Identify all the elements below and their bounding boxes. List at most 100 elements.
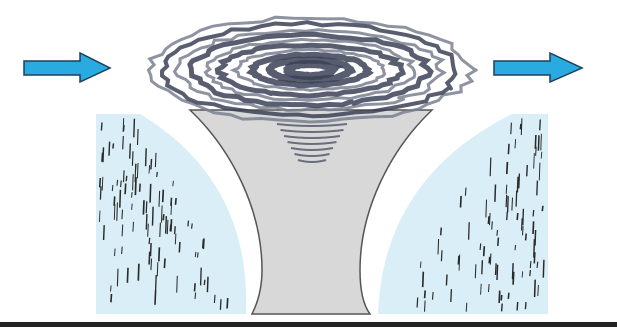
rain-streak (227, 298, 228, 308)
rain-streak (438, 239, 439, 254)
rain-streak (159, 191, 160, 207)
rain-streak (135, 177, 136, 195)
rain-streak (198, 252, 199, 257)
rain-streak (125, 183, 126, 194)
rain-streak (511, 123, 512, 135)
rain-streak (492, 221, 493, 229)
arrow-right-icon (24, 53, 110, 82)
rain-streak (459, 255, 460, 271)
rain-streak (496, 263, 497, 275)
rain-streak (127, 268, 128, 283)
rain-streak (441, 250, 442, 261)
rain-streak (220, 299, 221, 310)
rain-streak (167, 220, 168, 234)
rain-streak (482, 260, 483, 274)
rain-streak (516, 191, 517, 207)
rain-streak (134, 119, 135, 138)
rain-streak (501, 295, 502, 301)
rain-streak (486, 200, 487, 218)
rain-streak (523, 209, 524, 226)
rain-streak (122, 210, 123, 219)
rain-streak (192, 223, 193, 228)
rain-streak (155, 290, 156, 305)
rain-streak (469, 222, 470, 240)
rain-streak (160, 223, 161, 237)
rain-streak (451, 289, 452, 302)
rain-streak (522, 271, 523, 277)
rain-streak (506, 185, 507, 194)
rain-streak (417, 298, 418, 308)
rain-streak (124, 170, 125, 182)
rain-streak (99, 211, 100, 222)
rain-streak (164, 258, 165, 268)
rain-streak (195, 283, 196, 291)
rain-streak (508, 196, 509, 212)
rain-streak (136, 164, 137, 171)
rain-streak (109, 142, 110, 156)
rain-streak (173, 181, 174, 186)
rain-streak (195, 293, 196, 299)
rain-streak (126, 176, 127, 181)
rain-streak (111, 294, 112, 302)
rain-streak (117, 202, 118, 220)
rain-streak (166, 216, 167, 234)
rain-streak (535, 280, 536, 297)
rain-streak (140, 184, 141, 192)
rain-streak (171, 219, 172, 231)
rain-streak (484, 246, 485, 256)
rain-streak (188, 221, 189, 227)
rain-streak (502, 304, 503, 312)
rain-streak (541, 134, 542, 151)
rain-streak (425, 301, 426, 312)
rain-streak (521, 118, 522, 135)
rain-streak (151, 259, 152, 271)
rain-streak (171, 202, 172, 215)
rain-streak (535, 230, 536, 246)
rain-streak (130, 144, 131, 159)
rain-streak (499, 291, 500, 304)
rain-streak (481, 284, 482, 295)
rain-streak (155, 153, 156, 167)
rain-streak (112, 185, 113, 191)
rain-streak (525, 302, 526, 309)
rain-streak (489, 257, 490, 264)
rain-streak (132, 192, 133, 198)
wind-out-arrow (494, 53, 582, 82)
rain-streak (203, 238, 204, 249)
rain-streak (175, 226, 176, 234)
rain-streak (541, 152, 542, 159)
rain-streak (104, 225, 105, 240)
rain-streak (146, 148, 147, 166)
rain-streak (123, 118, 124, 132)
rain-streak (149, 252, 150, 265)
rain-streak (162, 206, 163, 223)
rain-streak (520, 124, 521, 129)
rain-streak (146, 201, 147, 213)
rain-streak (480, 243, 481, 250)
rain-streak (517, 302, 518, 311)
rain-streak (179, 242, 180, 253)
rain-streak (111, 285, 112, 291)
cloud-swirl (288, 64, 333, 76)
rain-streak (530, 270, 531, 276)
rain-streak (490, 254, 491, 265)
rain-streak (446, 275, 447, 286)
rain-streak (508, 144, 509, 154)
rain-streak (123, 136, 124, 149)
rain-streak (523, 226, 524, 235)
arrow-right-icon (494, 53, 582, 82)
rain-streak (461, 196, 462, 208)
rain-streak (150, 184, 151, 203)
rain-streak (542, 206, 543, 211)
rain-streak (526, 234, 527, 241)
rain-streak (497, 265, 498, 280)
ground-line (0, 322, 617, 327)
rain-streak (533, 221, 534, 234)
rain-streak (537, 262, 538, 268)
rain-streak (122, 247, 123, 254)
rain-streak (515, 245, 516, 250)
rain-streak (507, 162, 508, 174)
rain-streak (177, 276, 178, 293)
